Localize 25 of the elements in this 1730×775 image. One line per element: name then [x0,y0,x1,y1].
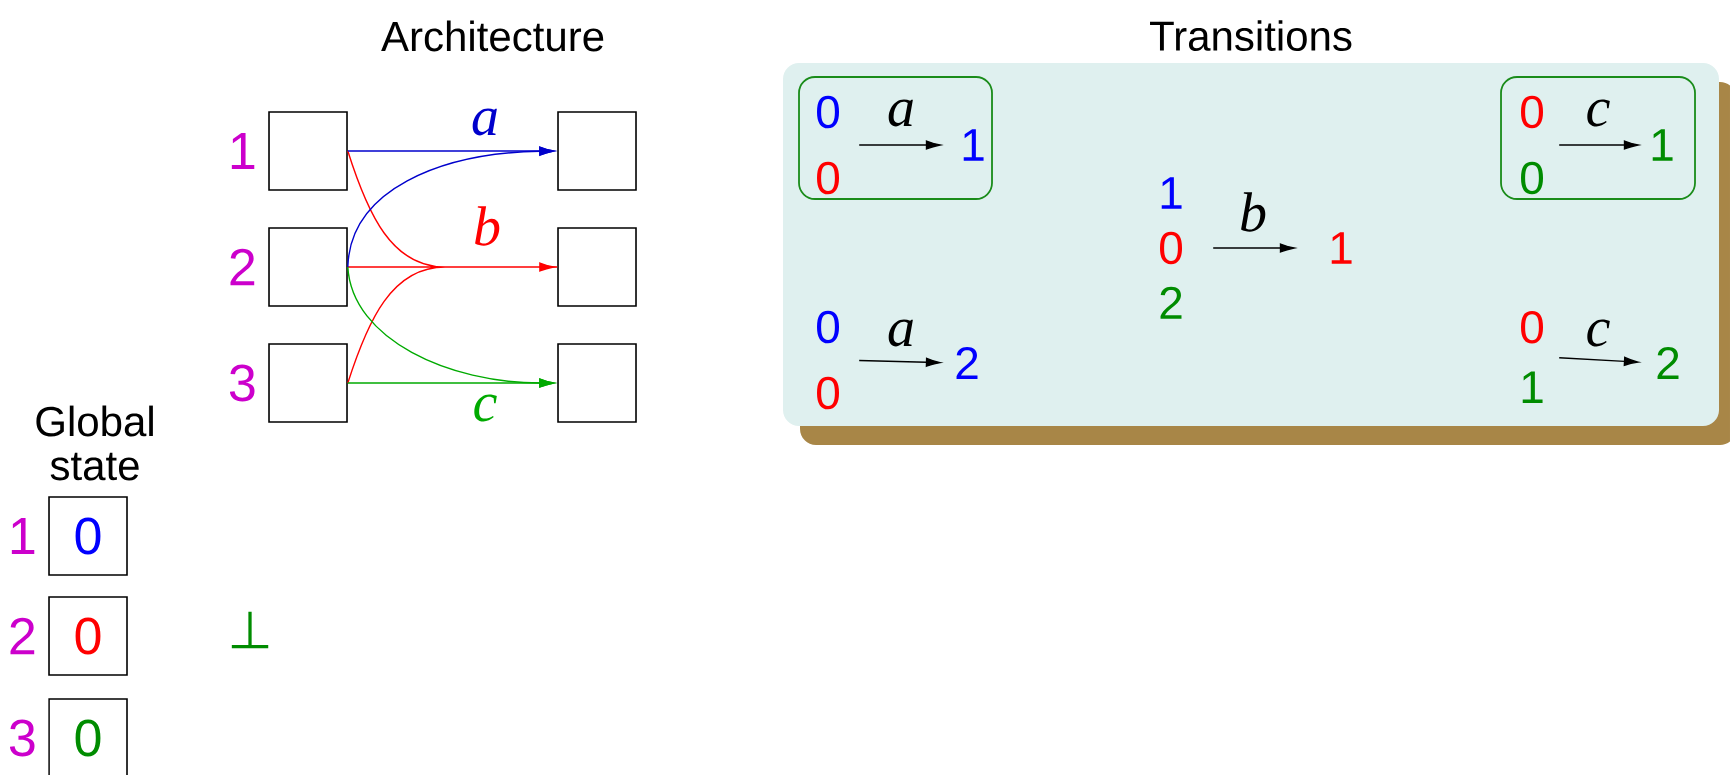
component-box [268,343,348,423]
row-number: 2 [230,248,255,286]
component-box [268,111,348,191]
row-number: 3 [229,364,255,402]
heading: Architecture [381,20,604,52]
component-box [557,343,637,423]
arrow [347,146,555,268]
row-number: 3 [9,719,35,757]
row-number: 2 [10,617,35,655]
row-number: 1 [231,133,255,169]
component-box [268,227,348,307]
component-box [557,227,637,307]
state-box: 0 [48,698,128,775]
edge-label: b [471,204,503,248]
bottom-symbol: ⊥ [231,611,269,649]
component-box [557,111,637,191]
state-box: 0 [48,496,128,576]
arrow [347,150,558,384]
edge-label: a [469,106,501,138]
arrow [347,378,555,388]
heading: Transitions [1150,20,1352,51]
edge-label: c [470,392,500,424]
state-box: 0 [48,596,128,676]
heading: Global state [36,405,153,481]
row-number: 1 [11,518,35,554]
